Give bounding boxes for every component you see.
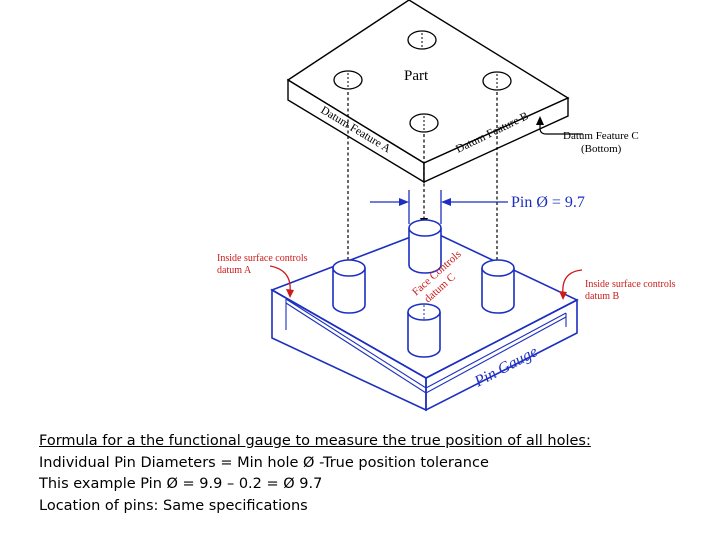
datum-c-arrowhead: [536, 116, 544, 125]
inside-b-leader: [562, 269, 583, 295]
pin-dimension: [370, 190, 508, 224]
formula-caption: Formula for a the functional gauge to me…: [39, 431, 699, 517]
inside-surface-a-line2: datum A: [217, 265, 252, 276]
pin-right: [481, 259, 515, 314]
part-hole-front: [409, 113, 439, 133]
inside-surface-a-line1: Inside surface controls: [217, 253, 308, 264]
inside-b-arrowhead: [559, 291, 567, 300]
inside-surface-b-line1: Inside surface controls: [585, 279, 676, 290]
part-hole-back: [407, 30, 437, 50]
formula-heading: Formula for a the functional gauge to me…: [39, 433, 591, 449]
pin-back: [408, 219, 442, 274]
datum-feature-c-label: Datum Feature C: [563, 130, 639, 142]
pin-diameter-label: Pin Ø = 9.7: [511, 194, 585, 211]
part-hole-left: [333, 70, 363, 90]
pin-gauge: [270, 229, 579, 412]
datum-feature-c-sub: (Bottom): [581, 143, 622, 155]
part-block: [286, 0, 570, 184]
inside-a-leader: [269, 265, 291, 293]
projection-lines: [347, 92, 498, 265]
gauge-diagram: Part Datum Feature A Datum Feature B Dat…: [217, 0, 676, 412]
part-right-face: [423, 96, 569, 184]
datum-c-leader: [539, 124, 583, 135]
pin-gauge-label: Pin Gauge: [471, 343, 541, 391]
part-hole-right: [482, 71, 512, 91]
part-holes: [333, 30, 512, 133]
part-label: Part: [404, 68, 429, 84]
pin-dimension-arrowheads: [399, 198, 451, 206]
formula-line-pin-diameters: Individual Pin Diameters = Min hole Ø -T…: [39, 454, 489, 471]
gauge-right-face: [425, 298, 578, 412]
formula-line-example: This example Pin Ø = 9.9 – 0.2 = Ø 9.7: [39, 476, 323, 492]
inside-surface-b-line2: datum B: [585, 291, 619, 302]
gauge-pins: [332, 219, 515, 358]
pin-left: [332, 259, 366, 314]
inside-a-arrowhead: [286, 289, 294, 298]
pin-front: [407, 303, 441, 358]
formula-line-location: Location of pins: Same specifications: [39, 497, 308, 514]
